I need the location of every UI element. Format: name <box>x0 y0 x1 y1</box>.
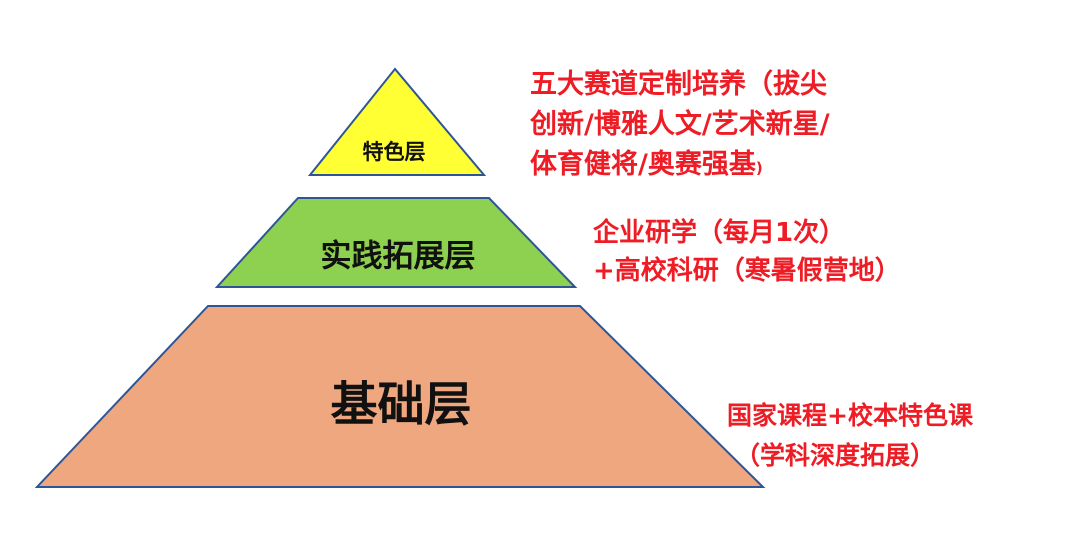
base-layer-note-line-2: （学科深度拓展） <box>735 441 936 470</box>
top-layer-note-line-2: 创新/博雅人文/艺术新星/ <box>530 109 830 140</box>
pyramid-middle-layer-shape <box>214 197 578 288</box>
top-layer-note-line-3: 体育健将/奥赛强基) <box>530 145 830 188</box>
top-layer-label: 特色层 <box>362 140 426 164</box>
top-layer-note-closing-paren: ) <box>755 159 763 177</box>
base-layer-label: 基础层 <box>330 377 472 433</box>
pyramid-top-layer-shape <box>307 67 487 176</box>
middle-layer-note-line-1: 企业研学（每月1次） <box>593 218 846 248</box>
middle-layer-label: 实践拓展层 <box>320 238 476 275</box>
middle-layer-note: 企业研学（每月1次） +高校科研（寒暑假营地） <box>593 214 901 290</box>
top-layer-note-line-3-text: 体育健将/奥赛强基 <box>530 149 756 180</box>
top-layer-note-line-1: 五大赛道定制培养（拔尖 <box>530 69 827 100</box>
middle-layer-note-line-2: +高校科研（寒暑假营地） <box>593 256 901 286</box>
base-layer-note-line-1: 国家课程+校本特色课 <box>727 401 973 430</box>
base-layer-note: 国家课程+校本特色课 （学科深度拓展） <box>727 396 973 476</box>
pyramid-base-layer-shape <box>34 305 766 488</box>
top-layer-note: 五大赛道定制培养（拔尖 创新/博雅人文/艺术新星/ 体育健将/奥赛强基) <box>530 65 830 188</box>
